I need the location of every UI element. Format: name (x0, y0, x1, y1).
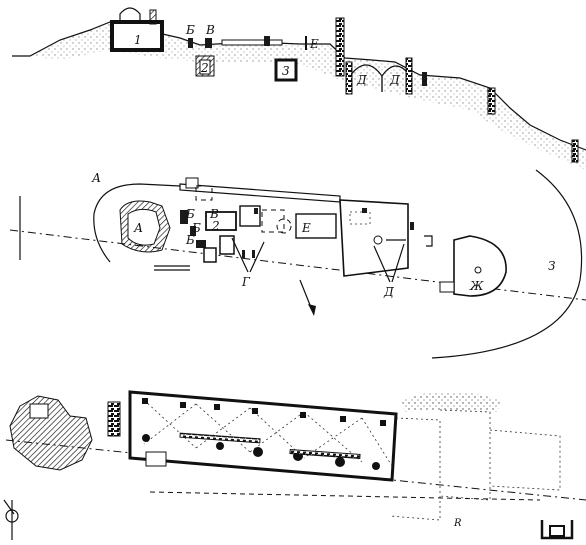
plan-arc-z (431, 169, 583, 359)
plan-axis-line (9, 229, 586, 301)
plan-label-2: 2 (211, 219, 220, 233)
plan-bit-2 (424, 235, 433, 247)
detail-square-symbol (540, 520, 574, 540)
section-structure-3 (274, 58, 298, 82)
section-label-d2: Д (389, 73, 400, 87)
section-low-wall-post (264, 36, 270, 46)
plan-apse-zh-step (439, 281, 455, 293)
section-tall-pillar (335, 17, 345, 77)
section-pillar-1 (149, 9, 157, 25)
detail-label-r: R (453, 518, 462, 529)
section-structure-1 (110, 20, 164, 52)
plan-label-zh: Ж (469, 279, 484, 293)
plan-room-e (295, 213, 337, 239)
plan-enclosure-a (93, 183, 181, 263)
detail-right-outline-2 (439, 409, 491, 501)
detail-left-structure (9, 395, 93, 471)
section-arch-pier-left (345, 61, 353, 95)
detail-right-outline-1 (389, 417, 441, 521)
plan-struct-under-1 (203, 247, 217, 263)
detail-small-room (145, 451, 167, 467)
section-label-1: 1 (134, 33, 142, 47)
plan-corridor-mark (185, 177, 199, 189)
section-label-2: 2 (200, 61, 209, 75)
section-view: 1 Б В 2 3 Е Д Д (12, 7, 586, 170)
section-post-b (487, 87, 496, 115)
plan-post-g2 (252, 250, 255, 258)
section-label-d1: Д (356, 73, 367, 87)
plan-block-d-inner (349, 211, 371, 225)
detail-right-top-rough (402, 392, 500, 412)
plan-label-b2: Б (191, 221, 201, 235)
plan-label-b1: Б (185, 207, 195, 221)
detail-left-inner (29, 403, 49, 419)
plan-corridor-dashed (195, 185, 213, 201)
section-dome-1 (119, 7, 141, 22)
plan-label-z: З (548, 259, 555, 273)
plan-label-g: Г (241, 275, 251, 289)
plan-apse-zh-dot (474, 266, 482, 274)
plan-block-d-circle (373, 235, 383, 245)
plan-post-mid (254, 208, 258, 214)
plan-label-d: Д (383, 285, 394, 299)
detail-left-step (107, 401, 121, 437)
plan-room-b2 (190, 226, 196, 236)
section-arch-pier-right (405, 57, 413, 95)
section-structure-2-inner (199, 59, 211, 75)
plan-label-b3: Б (185, 233, 195, 247)
detail-right-outline-3 (489, 429, 561, 491)
plan-bit-1 (410, 222, 414, 230)
plan-leader-d2 (391, 243, 405, 283)
section-low-wall (221, 39, 283, 46)
section-post-c (571, 139, 579, 163)
section-wall-v (205, 38, 212, 48)
plan-corridor (179, 183, 341, 203)
section-label-e: Е (309, 37, 319, 51)
plan-leader-d1 (373, 245, 391, 283)
compass-icon (3, 499, 19, 540)
plan-apse-zh (453, 235, 507, 297)
detail-inner-bar-2 (289, 449, 361, 459)
plan-room-mid-2 (261, 209, 285, 233)
plan-leader-g2 (249, 241, 265, 273)
section-soil (30, 22, 586, 170)
plan-view: А А Б Б Б В 2 Г (9, 169, 586, 359)
plan-label-v: В (209, 207, 219, 221)
section-label-v: В (205, 23, 215, 37)
section-label-b: Б (185, 23, 195, 37)
section-post-a (422, 72, 427, 86)
plan-struct-under-2 (219, 235, 235, 255)
detail-inner-bar-1 (179, 432, 261, 444)
section-label-3: 3 (282, 64, 290, 78)
detail-plan-view: R (3, 390, 586, 540)
detail-vaults (143, 399, 393, 467)
detail-bottom-dashed (149, 491, 541, 501)
plan-room-b3 (196, 240, 206, 248)
plan-post-g1 (242, 250, 245, 258)
plan-room-b1 (180, 210, 188, 224)
plan-label-a-inner: А (133, 221, 143, 235)
plan-label-e: Е (301, 221, 311, 235)
plan-block-d-post (362, 208, 367, 213)
plan-room-v (205, 211, 237, 231)
plan-label-a: А (91, 171, 101, 185)
detail-main-hall (128, 390, 398, 482)
plan-round-feature (276, 218, 292, 234)
detail-square-inner (549, 525, 565, 537)
plan-leader-g1 (231, 237, 249, 273)
section-wall-b (188, 38, 193, 48)
plan-direction-arrow-head (308, 304, 316, 316)
plan-hall-a-inner (127, 208, 161, 246)
